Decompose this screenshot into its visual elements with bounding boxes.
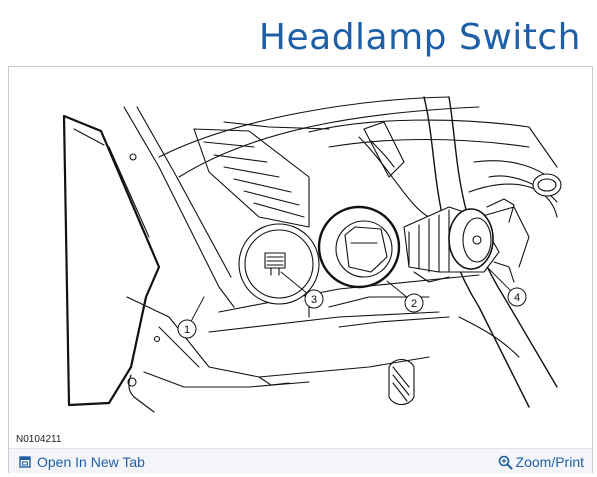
zoom-print-link[interactable]: Zoom/Print [498,454,584,470]
air-vent [193,128,310,228]
steering-column [358,136,440,238]
figure-id-label: N0104211 [16,434,62,445]
svg-text:3: 3 [311,294,317,306]
page-title: Headlamp Switch [258,17,581,58]
lower-vent [388,358,415,406]
switch-bezel [317,205,401,289]
callout-2: 2 [404,293,424,313]
dash-end-panel [62,114,161,407]
svg-text:2: 2 [411,298,417,310]
callout-3: 3 [304,289,324,309]
open-in-new-tab-label: Open In New Tab [37,454,145,470]
svg-text:1: 1 [184,324,190,336]
instrument-cluster [308,119,558,168]
headlamp-switch-diagram[interactable]: 1 2 3 4 [9,67,592,447]
headlamp-knob [462,217,492,263]
lower-trim-panel [126,296,430,378]
steering-wheel [423,96,530,408]
diagram-svg: 1 2 3 4 [62,96,562,413]
callout-4: 4 [507,287,527,307]
zoom-print-label: Zoom/Print [515,454,584,470]
open-tab-icon [19,456,31,468]
ford-badge [532,173,562,197]
open-in-new-tab-link[interactable]: Open In New Tab [19,454,145,470]
callout-1: 1 [177,319,197,339]
figure-footer: Open In New Tab Zoom/Print [9,448,592,473]
svg-text:4: 4 [514,292,520,304]
zoom-icon [498,455,513,470]
